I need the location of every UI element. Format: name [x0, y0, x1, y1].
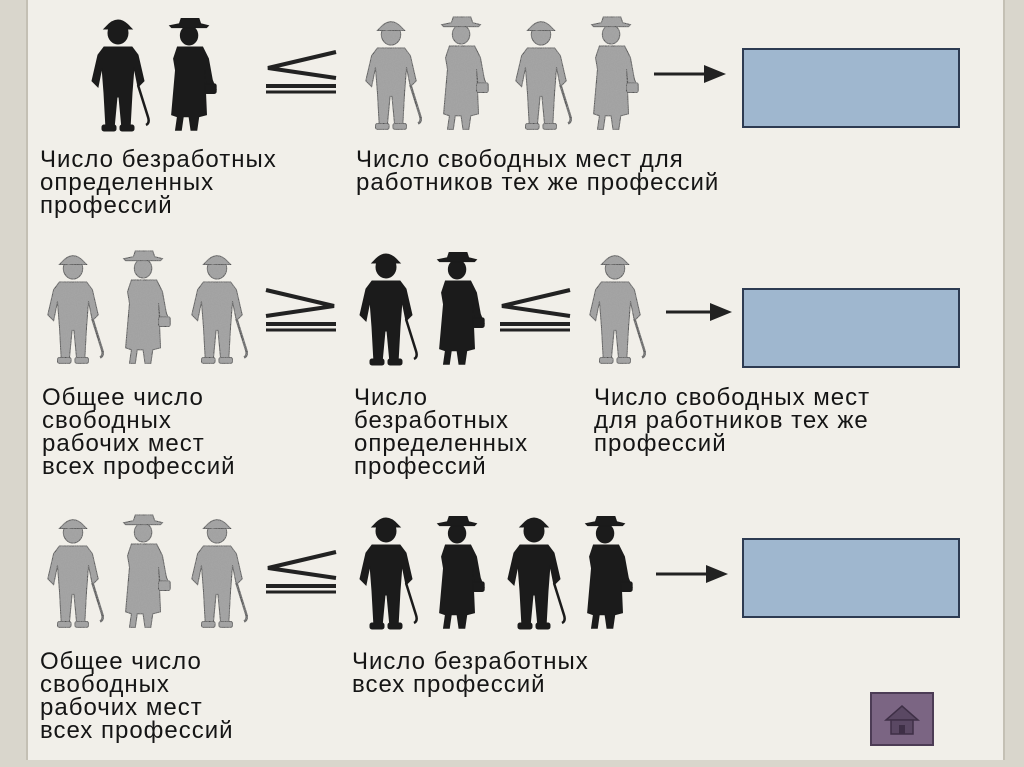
- less-or-equal-icon: [500, 288, 571, 332]
- caption-unemployed-specific: Число безработных определенных профессий: [354, 384, 529, 480]
- vacancy-man-icon: [42, 514, 104, 636]
- home-button[interactable]: [870, 692, 934, 746]
- less-or-equal-sign: [262, 48, 340, 99]
- caption-total-vacancies: Общее число свободных рабочих мест всех …: [42, 384, 236, 480]
- unemployed-woman-icon: [428, 252, 490, 372]
- caption-unemployed-specific: Число безработных определенных профессий: [40, 146, 277, 219]
- arrow-right-icon: [656, 565, 728, 583]
- unemployed-woman-icon: [160, 18, 222, 138]
- vacancy-man-icon: [186, 250, 248, 372]
- caption-vacancies-same-professions: Число свободных мест для работников тех …: [356, 146, 720, 196]
- vacancy-man-icon: [360, 16, 422, 138]
- greater-or-equal-icon: [265, 288, 336, 332]
- unemployed-man-icon: [354, 514, 418, 636]
- unemployed-man-icon: [86, 16, 150, 138]
- greater-or-equal-sign: [262, 286, 340, 337]
- vacancy-man-icon: [510, 16, 572, 138]
- less-or-equal-icon: [266, 550, 337, 594]
- vacancy-man-icon: [584, 250, 646, 372]
- caption-total-vacancies: Общее число свободных рабочих мест всех …: [40, 648, 234, 744]
- caption-unemployed-all: Число безработных всех профессий: [352, 648, 589, 698]
- unemployed-man-icon: [502, 514, 566, 636]
- unemployed-man-icon: [354, 250, 418, 372]
- arrow-right-icon: [666, 303, 732, 321]
- caption-vacancies-same-professions: Число свободных мест для работников тех …: [594, 384, 871, 457]
- vacancy-woman-icon: [432, 16, 494, 138]
- answer-box-1[interactable]: [742, 48, 960, 128]
- less-or-equal-sign: [262, 548, 340, 599]
- vacancy-man-icon: [42, 250, 104, 372]
- answer-box-3[interactable]: [742, 538, 960, 618]
- unemployed-woman-icon: [576, 516, 638, 636]
- arrow-right-icon: [654, 65, 726, 83]
- vacancy-woman-icon: [114, 250, 176, 372]
- unemployed-woman-icon: [428, 516, 490, 636]
- house-icon: [884, 705, 920, 735]
- vacancy-woman-icon: [582, 16, 644, 138]
- vacancy-man-icon: [186, 514, 248, 636]
- less-or-equal-icon: [266, 50, 337, 94]
- less-or-equal-sign: [496, 286, 574, 337]
- vacancy-woman-icon: [114, 514, 176, 636]
- answer-box-2[interactable]: [742, 288, 960, 368]
